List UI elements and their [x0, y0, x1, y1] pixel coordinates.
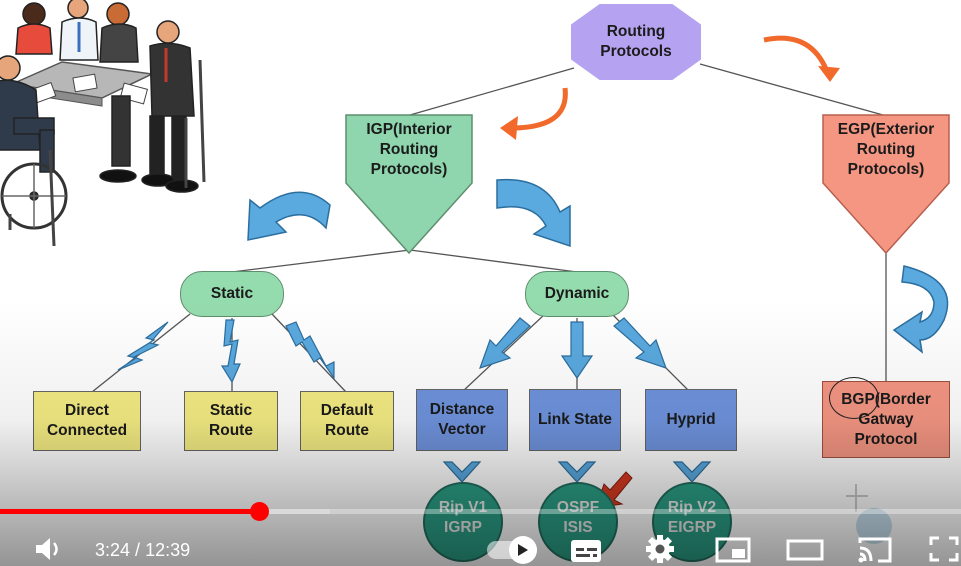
subtitles-button[interactable]: [566, 535, 606, 565]
blue-arrow-down-left-icon: [479, 317, 531, 369]
egp-line3: Protocols): [847, 161, 925, 178]
static-route-line1: Static: [209, 402, 253, 419]
progress-bar[interactable]: [0, 509, 961, 514]
blue-arrow-down-icon: [560, 321, 594, 380]
egp-line2: Routing: [856, 141, 916, 158]
watermark-logo-icon: [846, 484, 892, 544]
fullscreen-button[interactable]: [927, 534, 961, 564]
distance-vector-node: Distance Vector: [416, 389, 508, 451]
direct-connected-line1: Direct: [65, 402, 109, 419]
blue-curved-arrow-left-icon: [247, 191, 331, 241]
chevron-down-icon: [557, 461, 597, 483]
default-route-node: Default Route: [300, 391, 394, 451]
link-state-node: Link State: [529, 389, 621, 451]
ospf-line1: OSPF: [556, 499, 600, 516]
rip-v1-line1: Rip V1: [438, 499, 488, 516]
theater-mode-icon: [786, 539, 824, 561]
routing-protocols-line2: Protocols: [600, 43, 672, 60]
volume-icon: [36, 538, 58, 560]
blue-curved-arrow-right-icon: [496, 178, 571, 248]
egp-shape: [822, 114, 950, 255]
routing-protocols-line1: Routing: [606, 23, 666, 40]
distance-vector-line1: Distance: [429, 401, 495, 418]
time-separator: /: [130, 540, 146, 560]
lightning-arrow-icon: [285, 321, 335, 380]
blue-curved-arrow-down-icon: [892, 265, 949, 354]
time-display: 3:24 / 12:39: [95, 540, 190, 561]
static-node: Static: [180, 271, 284, 317]
dynamic-node: Dynamic: [525, 271, 629, 317]
igp-line2: Routing: [379, 141, 439, 158]
igp-shape: [345, 114, 473, 255]
direct-connected-node: Direct Connected: [33, 391, 141, 451]
gear-icon: [646, 535, 674, 563]
autoplay-toggle-knob: [509, 536, 537, 564]
subtitles-icon: [571, 540, 601, 562]
autoplay-toggle[interactable]: [487, 536, 537, 564]
progress-scrubber-handle[interactable]: [249, 502, 269, 521]
cast-button[interactable]: [854, 534, 896, 564]
bgp-highlight-circle: [829, 377, 879, 419]
default-route-line2: Route: [325, 422, 369, 439]
orange-arrow-left-icon: [500, 87, 568, 140]
meeting-illustration: [0, 0, 206, 247]
theater-mode-button[interactable]: [784, 536, 826, 564]
miniplayer-icon: [715, 537, 751, 563]
volume-button[interactable]: [30, 534, 66, 564]
chevron-down-icon: [672, 461, 712, 483]
routing-protocols-node: Routing Protocols: [571, 4, 701, 80]
egp-line1: EGP(Exterior: [837, 121, 935, 138]
ospf-line2: ISIS: [563, 519, 593, 536]
progress-played: [0, 509, 259, 514]
cast-icon: [858, 537, 892, 563]
direct-connected-line2: Connected: [46, 422, 128, 439]
egp-node: EGP(Exterior Routing Protocols): [821, 113, 951, 255]
rip-v2-line2: EIGRP: [667, 519, 717, 536]
static-route-node: Static Route: [184, 391, 278, 451]
igp-node: IGP(Interior Routing Protocols): [344, 113, 474, 255]
default-route-line1: Default: [320, 402, 374, 419]
distance-vector-line2: Vector: [438, 421, 486, 438]
ospf-node: OSPF ISIS: [538, 482, 618, 562]
miniplayer-button[interactable]: [713, 536, 753, 564]
hyprid-node: Hyprid: [645, 389, 737, 451]
time-current: 3:24: [95, 540, 131, 560]
bgp-line2: Gatway: [858, 410, 914, 428]
settings-button[interactable]: [640, 533, 680, 565]
blue-arrow-down-right-icon: [613, 317, 667, 369]
lightning-arrow-icon: [117, 321, 169, 371]
time-total: 12:39: [145, 540, 191, 560]
igp-line1: IGP(Interior: [366, 121, 452, 138]
rip-v1-line2: IGRP: [444, 519, 482, 536]
rip-v2-line1: Rip V2: [667, 499, 717, 516]
igp-line3: Protocols): [370, 161, 448, 178]
chevron-down-icon: [442, 461, 482, 483]
fullscreen-icon: [929, 536, 959, 562]
bgp-line3: Protocol: [854, 430, 918, 448]
orange-arrow-right-icon: [763, 35, 840, 82]
lightning-arrow-icon: [220, 319, 241, 384]
play-icon: [518, 544, 528, 556]
static-route-line2: Route: [209, 422, 253, 439]
